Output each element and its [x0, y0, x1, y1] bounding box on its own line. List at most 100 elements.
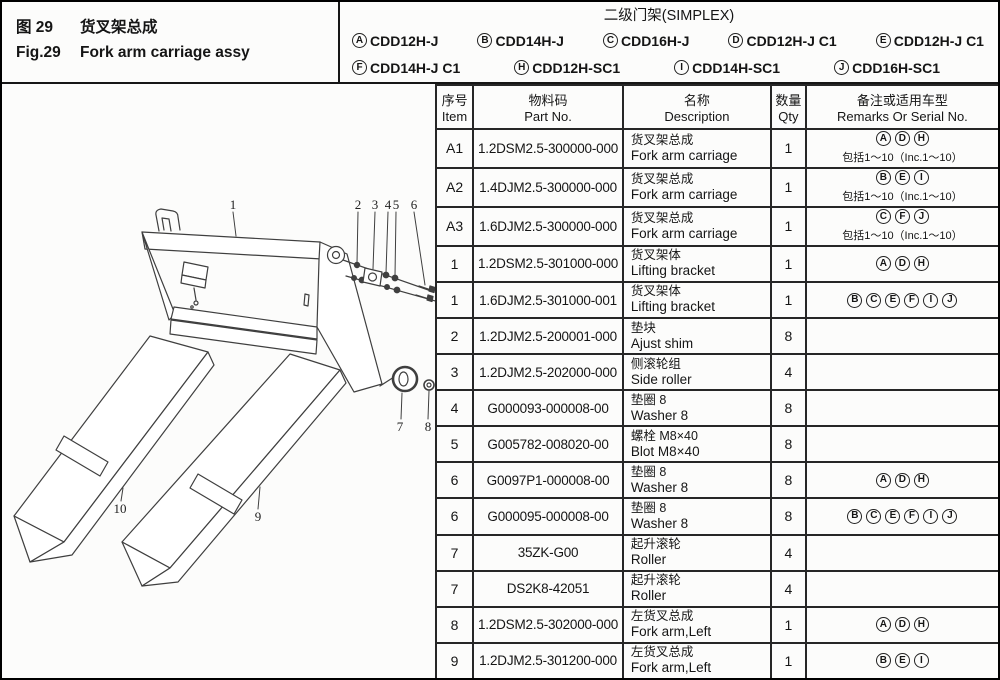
figure-number-zh: 图 29: [16, 19, 54, 36]
model-letter-badge: B: [847, 508, 863, 524]
part-no-cell: 1.6DJM2.5-301000-001: [472, 280, 624, 320]
qty-cell: 1: [769, 244, 807, 283]
qty-cell: 8: [769, 389, 807, 428]
model-letter-badge: H: [514, 60, 530, 75]
model-letter-badge: C: [875, 209, 891, 225]
model-letter-badge: I: [923, 508, 939, 524]
description-zh: 左货叉总成: [630, 645, 694, 660]
description-en: Blot M8×40: [630, 443, 700, 459]
description-zh: 货叉架总成: [630, 171, 694, 186]
model-letter-badge: D: [894, 617, 910, 633]
figure-title-block: 图 29 货叉架总成 Fig.29 Fork arm carriage assy: [2, 2, 340, 82]
description-zh: 垫圈 8: [630, 392, 667, 407]
description-zh: 左货叉总成: [630, 609, 694, 624]
description-zh: 起升滚轮: [630, 536, 681, 551]
callout-4: 4: [385, 197, 392, 212]
model-letter-badge: C: [866, 508, 882, 524]
header-item: 序号 Item: [434, 84, 475, 130]
model-letter-badge: E: [894, 653, 910, 669]
item-cell: 7: [434, 569, 475, 608]
page-header: 图 29 货叉架总成 Fig.29 Fork arm carriage assy…: [2, 2, 998, 84]
model-letter-badge: H: [913, 472, 929, 488]
description-zh: 货叉架体: [630, 248, 681, 263]
model-letter-badge: J: [913, 209, 929, 225]
mast-model-name: CDD16H-SC1: [852, 59, 941, 76]
part-no-cell: 1.2DJM2.5-202000-000: [472, 353, 624, 392]
model-letter-badge: A: [875, 131, 891, 147]
model-letter-badge: D: [894, 256, 910, 272]
model-letter-badge: B: [847, 292, 863, 308]
description-zh: 货叉架总成: [630, 132, 694, 147]
callout-leaders: [120, 211, 430, 510]
includes-note: 包括1～10（Inc.1～10）: [842, 152, 963, 165]
item-cell: 6: [434, 497, 475, 536]
model-letter-badge: E: [885, 292, 901, 308]
model-letter-badge: E: [885, 508, 901, 524]
lift-roller: [391, 365, 419, 393]
item-cell: 6: [434, 461, 475, 500]
qty-cell: 1: [769, 128, 807, 169]
exploded-view-svg: 1 2 3 4 5 6 7 8 9 10: [13, 197, 440, 587]
exploded-drawing: 1 2 3 4 5 6 7 8 9 10: [2, 84, 440, 678]
description-en: Fork arm,Left: [630, 624, 712, 640]
header-remarks: 备注或适用车型 Remarks Or Serial No.: [804, 84, 998, 130]
description-en: Fork arm carriage: [630, 225, 738, 241]
mast-model-name: CDD12H-J C1: [893, 32, 984, 49]
description-en: Fork arm,Left: [630, 660, 712, 676]
model-letter-badge: E: [875, 33, 891, 48]
mast-model-name: CDD14H-J: [495, 32, 564, 49]
callout-labels: 1 2 3 4 5 6 7 8 9 10: [114, 197, 432, 524]
model-letter-badge: I: [913, 653, 929, 669]
model-letter-badge: C: [866, 292, 882, 308]
callout-10: 10: [114, 501, 127, 516]
part-no-cell: 35ZK-G00: [472, 533, 624, 572]
qty-cell: 8: [769, 461, 807, 500]
model-letter-badge: F: [904, 508, 920, 524]
remarks-cell: [804, 353, 998, 392]
model-letter-badge: H: [913, 131, 929, 147]
remarks-cell: [804, 425, 998, 464]
model-letter-badge: H: [913, 617, 929, 633]
part-no-cell: 1.2DJM2.5-200001-000: [472, 317, 624, 356]
mast-model-name: CDD12H-J C1: [746, 32, 837, 49]
description-en: Ajust shim: [630, 335, 694, 351]
callout-2: 2: [355, 197, 362, 212]
description-en: Roller: [630, 551, 667, 567]
side-roller-assembly: [342, 259, 440, 303]
item-cell: A1: [434, 128, 475, 169]
mast-model-name: CDD14H-J C1: [370, 59, 461, 76]
model-letter-badge: E: [894, 170, 910, 186]
model-letter-badge: B: [477, 33, 493, 48]
